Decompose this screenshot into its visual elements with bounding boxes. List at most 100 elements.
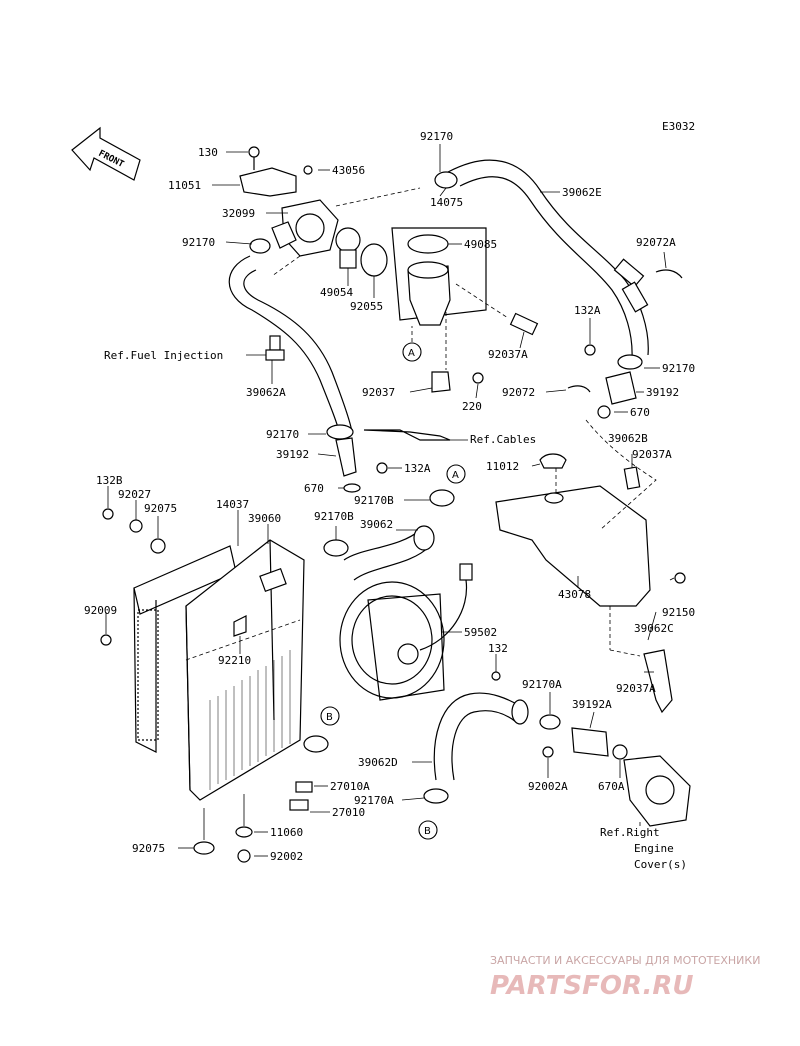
- callout-a-top: A: [402, 342, 422, 362]
- small-hose: [509, 312, 539, 336]
- part-label: 132A: [404, 462, 431, 475]
- clamp-92170: [326, 424, 354, 440]
- hose-39062c: [643, 649, 673, 714]
- fitting-39192: [335, 437, 357, 477]
- grommet-92075: [193, 841, 215, 855]
- part-label: 92037: [362, 386, 395, 399]
- o-ring-670: [343, 483, 361, 493]
- part-label: 27010A: [330, 780, 370, 793]
- part-label: 39192A: [572, 698, 612, 711]
- bolt-220: [472, 372, 484, 384]
- part-label: 92170: [266, 428, 299, 441]
- part-label: 92027: [118, 488, 151, 501]
- part-label: 92170: [662, 362, 695, 375]
- part-label: 49054: [320, 286, 353, 299]
- part-label: 92170A: [354, 794, 394, 807]
- part-label: 92002A: [528, 780, 568, 793]
- filler-neck: [391, 227, 487, 326]
- svg-text:B: B: [326, 712, 333, 723]
- part-label: 11051: [168, 179, 201, 192]
- part-label: 39062: [360, 518, 393, 531]
- clamp-92170: [434, 171, 458, 189]
- bolt-92002a: [542, 746, 554, 758]
- front-arrow-icon: FRONT: [71, 126, 141, 181]
- part-labels: 130 11051 43056 32099 92170 14075 39062E…: [84, 130, 695, 863]
- part-label: 14037: [216, 498, 249, 511]
- part-label: 39060: [248, 512, 281, 525]
- part-label: 92009: [84, 604, 117, 617]
- part-label: 670: [630, 406, 650, 419]
- part-label: 132A: [574, 304, 601, 317]
- radiator: [133, 539, 305, 801]
- part-label: 92170: [420, 130, 453, 143]
- ref-right-engine-cover-line2: Engine: [634, 842, 674, 855]
- part-label: 132: [488, 642, 508, 655]
- o-ring-670: [597, 405, 611, 419]
- clamp-92170: [249, 238, 271, 254]
- hose-band: [621, 281, 649, 313]
- ref-cables: Ref.Cables: [470, 433, 536, 446]
- part-label: 39192: [646, 386, 679, 399]
- part-label: 11012: [486, 460, 519, 473]
- o-ring-92055: [360, 243, 388, 277]
- clamp-92170: [617, 354, 643, 370]
- plug-92002: [237, 849, 251, 863]
- callout-a-mid: A: [446, 464, 466, 484]
- fuel-injection-connector: [265, 335, 285, 361]
- callout-b-mid: B: [320, 706, 340, 726]
- clip-92072: [567, 385, 591, 393]
- hose-end: [413, 525, 435, 551]
- part-label: 43056: [332, 164, 365, 177]
- part-label: 39192: [276, 448, 309, 461]
- hose-39062e: [447, 159, 649, 359]
- leader-lines: [105, 144, 675, 857]
- part-label: 132B: [96, 474, 123, 487]
- part-label: 43078: [558, 588, 591, 601]
- part-label: 92170: [182, 236, 215, 249]
- part-label: 39062D: [358, 756, 398, 769]
- part-label: 39062E: [562, 186, 602, 199]
- part-label: 11060: [270, 826, 303, 839]
- watermark-tagline: ЗАПЧАСТИ И АКСЕССУАРЫ ДЛЯ МОТОТЕХНИКИ: [490, 954, 760, 967]
- radiator-outlet: [303, 735, 329, 753]
- part-label: 92037A: [632, 448, 672, 461]
- hose-39062: [343, 529, 431, 581]
- clamp-92170b: [429, 489, 455, 507]
- clamp-92170a: [539, 714, 561, 730]
- collar-92027: [129, 519, 143, 533]
- bolt-92009: [100, 634, 112, 646]
- part-label: 59502: [464, 626, 497, 639]
- engine-cover: [623, 755, 691, 827]
- cooling-fan: [339, 563, 473, 701]
- hose-band: [613, 258, 645, 288]
- bolt-132a: [584, 344, 596, 356]
- part-label: 92170A: [522, 678, 562, 691]
- clip-92072a: [655, 269, 683, 279]
- diagram-code: E3032: [662, 120, 695, 133]
- clamp-92037: [431, 371, 451, 393]
- ref-right-engine-cover-line3: Cover(s): [634, 858, 687, 871]
- part-label: 130: [198, 146, 218, 159]
- grommet-92075: [150, 538, 166, 554]
- part-label: 92210: [218, 654, 251, 667]
- part-label: 92170B: [314, 510, 354, 523]
- thermostat-housing: [239, 146, 339, 257]
- part-label: 92150: [662, 606, 695, 619]
- part-label: 92037A: [616, 682, 656, 695]
- part-label: 39062C: [634, 622, 674, 635]
- part-label: 39062B: [608, 432, 648, 445]
- nut-92210: [233, 615, 247, 637]
- part-label: 92072A: [636, 236, 676, 249]
- svg-text:A: A: [408, 348, 415, 359]
- part-label: 92055: [350, 300, 383, 313]
- hose-39062d: [433, 692, 521, 781]
- bolt-132a: [376, 462, 388, 474]
- fan-switch-27010a: [295, 781, 313, 793]
- hose-end: [511, 699, 529, 725]
- dashed-connections: [185, 187, 641, 661]
- clamp-92170b: [323, 539, 349, 557]
- cable-bracket: [363, 429, 451, 441]
- reservoir-tank: [495, 453, 651, 607]
